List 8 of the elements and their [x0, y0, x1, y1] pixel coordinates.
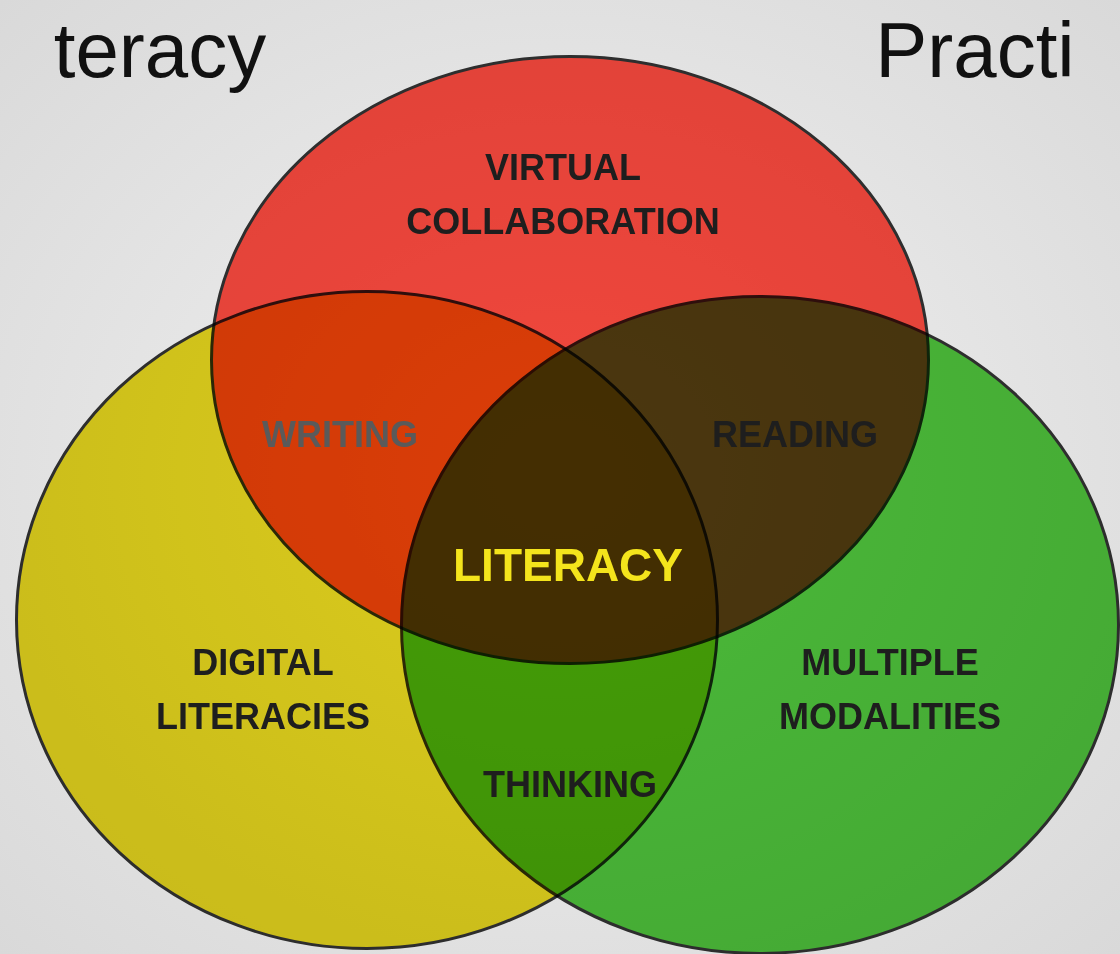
overlap-label: THINKING — [483, 764, 657, 806]
heading-fragment: Practi — [875, 4, 1075, 96]
circle-label: VIRTUAL COLLABORATION — [405, 146, 721, 244]
center-label: LITERACY — [453, 538, 683, 592]
circle-label: MULTIPLE MODALITIES — [778, 641, 1002, 739]
heading-fragment: teracy — [53, 4, 267, 96]
overlap-label: WRITING — [262, 414, 418, 456]
circle-label: DIGITAL LITERACIES — [155, 641, 371, 739]
